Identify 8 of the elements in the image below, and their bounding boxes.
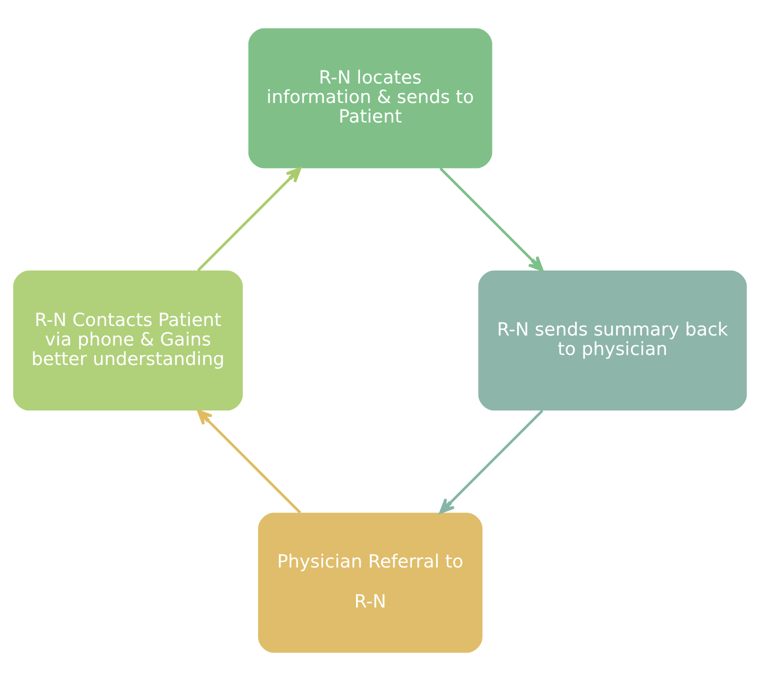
arrow: [197, 166, 302, 271]
node-box: R-N locates information & sends to Patient: [248, 28, 492, 168]
node-box: Physician Referral to R-N: [258, 512, 482, 652]
node-box: R-N Contacts Patient via phone & Gains better understanding: [13, 270, 243, 410]
node-box: R-N sends summary back to physician: [478, 270, 747, 410]
arrow: [197, 409, 302, 514]
arrow: [439, 409, 544, 514]
arrow: [439, 166, 544, 271]
